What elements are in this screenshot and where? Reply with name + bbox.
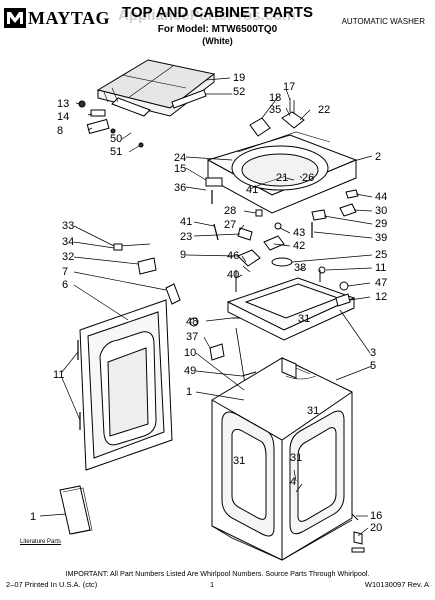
page-number: 1 [210,580,215,589]
callout-28: 28 [224,205,236,217]
callout-20: 20 [370,522,382,534]
cabinet-top [226,277,356,341]
callout-38: 38 [294,262,306,274]
model-color: (White) [202,36,233,46]
footer-note: IMPORTANT: All Part Numbers Listed Are W… [65,569,370,578]
print-info: 2–07 Printed In U.S.A. (ctc) [6,580,98,589]
literature-book-icon [59,485,93,535]
callout-51: 51 [110,146,122,158]
callout-21: 21 [276,172,288,184]
callout-11: 11 [375,262,386,274]
maytag-badge-icon [4,8,26,28]
callout-31: 31 [298,313,310,325]
callout-50: 50 [110,133,122,145]
callout-34: 34 [62,236,74,248]
callout-10: 10 [184,347,196,359]
callout-29: 29 [375,218,387,230]
callout-41: 41 [180,216,192,228]
callout-11: 11 [53,369,64,381]
callout-26: 26 [302,172,314,184]
callout-47: 47 [375,277,387,289]
callout-27: 27 [224,219,236,231]
callout-33: 33 [62,220,74,232]
callout-15: 15 [174,163,186,175]
callout-4: 4 [290,476,296,488]
brand-name: MAYTAG [28,7,111,28]
callout-31: 31 [290,452,302,464]
callout-6: 6 [62,279,68,291]
callout-18: 18 [269,92,281,104]
callout-2: 2 [375,151,381,163]
maytag-logo: MAYTAG [4,6,110,30]
callout-13: 13 [57,98,69,110]
callout-44: 44 [375,191,387,203]
callout-5: 5 [370,360,376,372]
callout-46: 46 [227,250,239,262]
callout-12: 12 [375,291,387,303]
callout-48: 48 [186,316,198,328]
callout-49: 49 [184,365,196,377]
callout-40: 40 [227,269,239,281]
callout-3: 3 [370,347,376,359]
callout-9: 9 [180,249,186,261]
callout-37: 37 [186,331,198,343]
callout-43: 43 [293,227,305,239]
model-number: For Model: MTW6500TQ0 [157,24,278,35]
callout-41: 41 [246,184,258,196]
callout-32: 32 [62,251,74,263]
callout-52: 52 [233,86,245,98]
callout-25: 25 [375,249,387,261]
washer-top-panel [206,131,358,214]
product-category: AUTOMATIC WASHER [341,17,425,26]
callout-1: 1 [186,386,192,398]
page-title: TOP AND CABINET PARTS [121,4,314,21]
washer-cabinet [211,357,353,561]
document-part-number: W10130097 Rev. A [364,580,429,589]
callout-22: 22 [318,104,330,116]
front-panel [79,299,173,471]
callout-30: 30 [375,205,387,217]
callout-16: 16 [370,510,382,522]
callout-14: 14 [57,111,69,123]
callout-23: 23 [180,231,192,243]
callout-42: 42 [293,240,305,252]
callout-1: 1 [30,511,36,523]
callout-8: 8 [57,125,63,137]
callout-35: 35 [269,104,281,116]
callout-17: 17 [283,81,295,93]
callout-19: 19 [233,72,245,84]
callout-39: 39 [375,232,387,244]
callout-31: 31 [233,455,245,467]
watermark: AppliancePartsPros.com [118,7,296,24]
callout-36: 36 [174,182,186,194]
callout-7: 7 [62,266,68,278]
callout-24: 24 [174,152,186,164]
washer-lid [96,59,216,117]
literature-parts-label: Literature Parts [20,539,62,545]
callout-31: 31 [307,405,319,417]
